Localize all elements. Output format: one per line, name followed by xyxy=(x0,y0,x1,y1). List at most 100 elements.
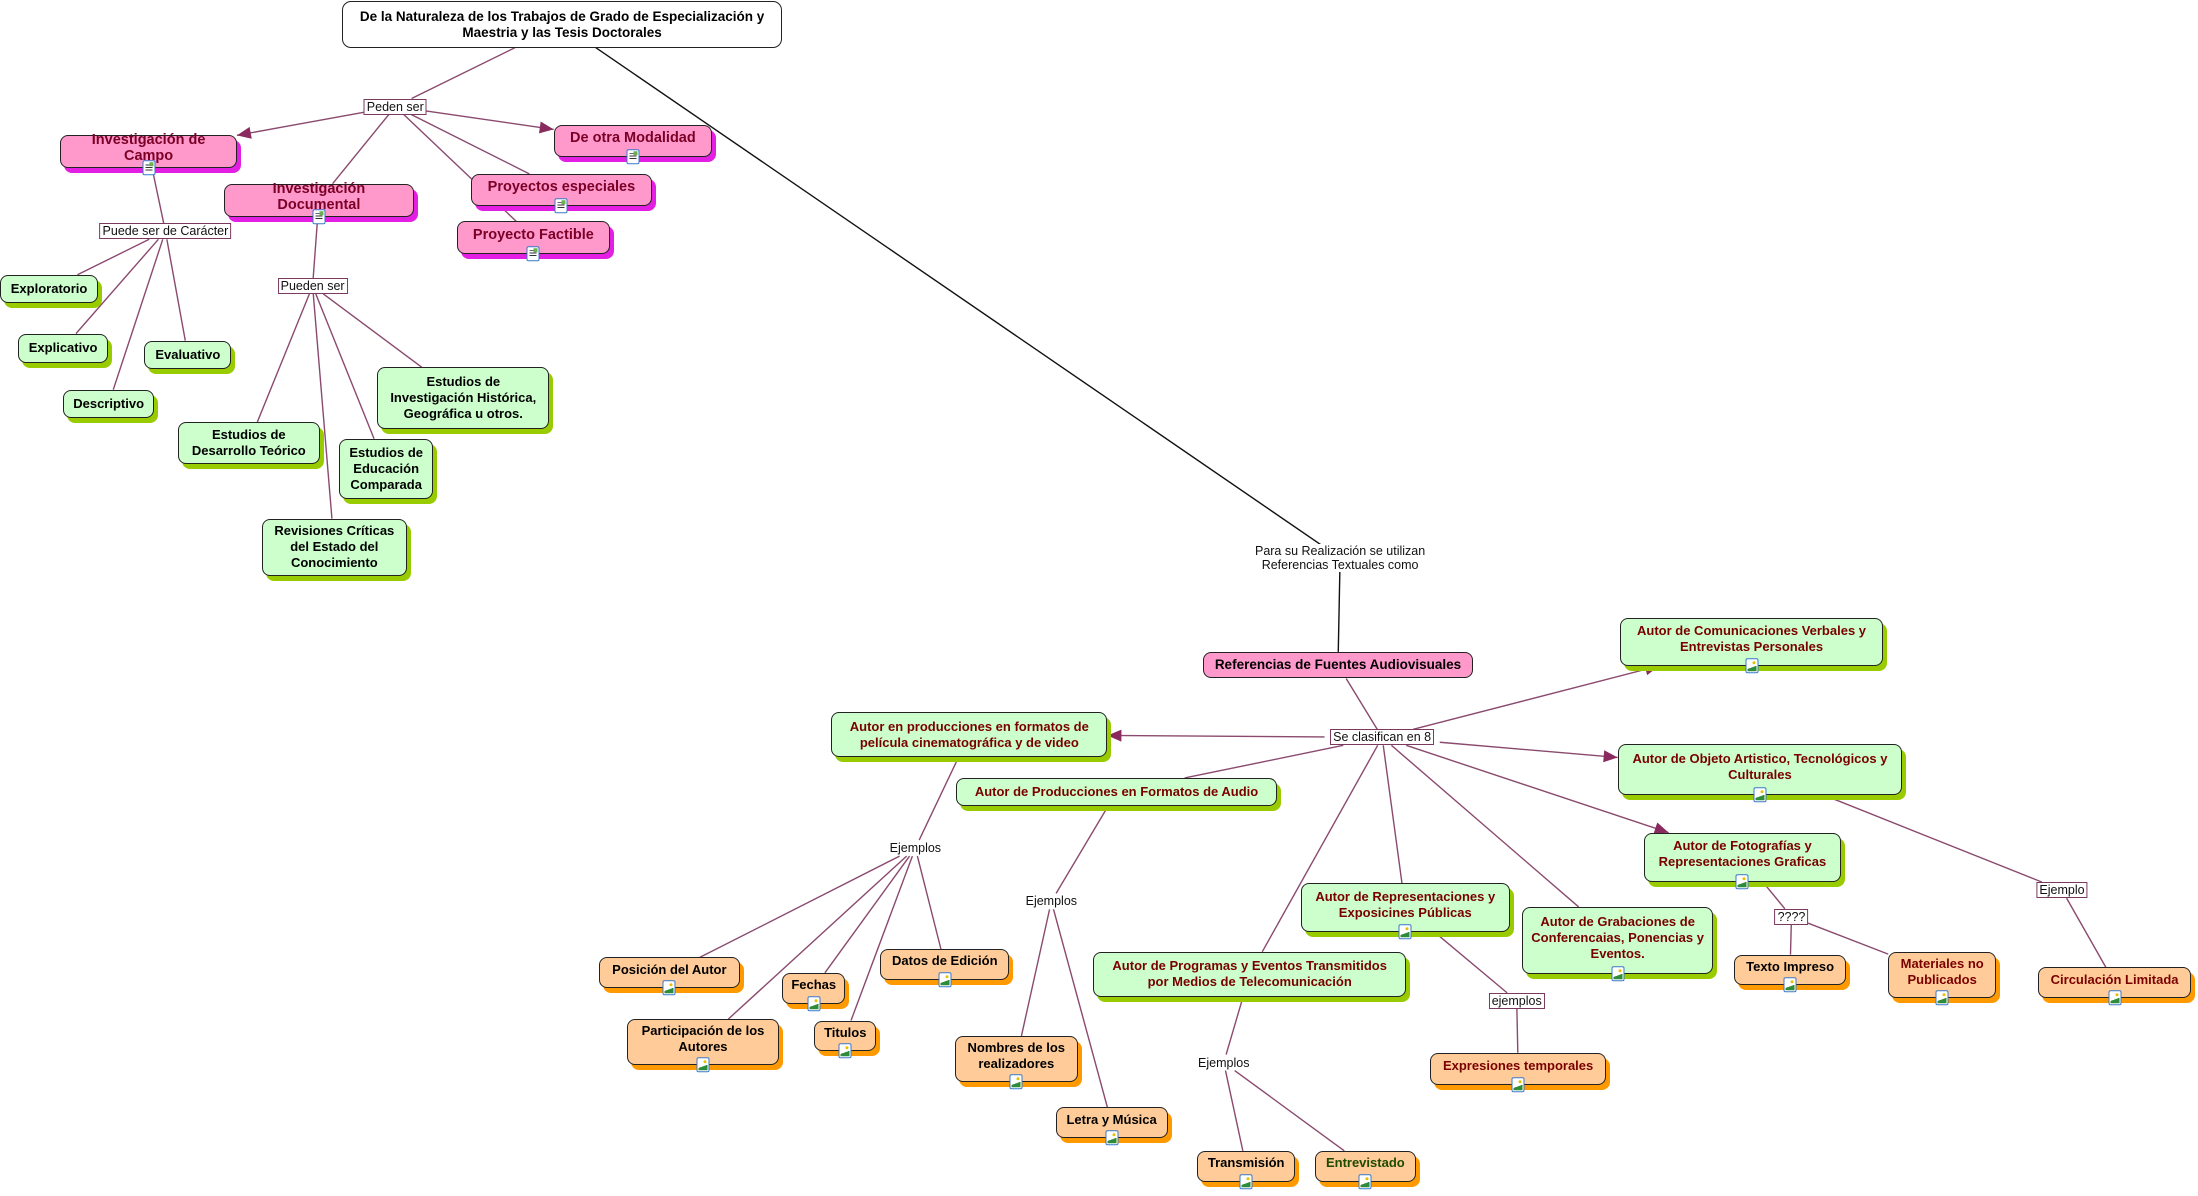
linking-phrase-ej4[interactable]: ejemplos xyxy=(1488,992,1545,1009)
concept-node-label: Autor de Representaciones y Exposicines … xyxy=(1315,888,1496,920)
document-icon[interactable] xyxy=(526,245,540,261)
linking-phrase-ej2[interactable]: Ejemplos xyxy=(1023,894,1080,909)
connection-peden-modalidad xyxy=(424,110,554,131)
connection-pueden-teorico xyxy=(256,293,310,423)
concept-node-campo[interactable]: Investigación de Campo xyxy=(60,132,237,176)
concept-node-label: Autor de Comunicaciones Verbales y Entre… xyxy=(1637,623,1867,655)
concept-node-cine[interactable]: Autor en producciones en formatos de pel… xyxy=(831,712,1108,757)
concept-node-posicion[interactable]: Posición del Autor xyxy=(598,957,741,996)
linking-phrase-ej1[interactable]: Ejemplos xyxy=(887,841,944,856)
concept-node-label: Autor en producciones en formatos de pel… xyxy=(849,718,1089,750)
concept-node-label: De otra Modalidad xyxy=(570,129,696,146)
concept-node-fechas[interactable]: Fechas xyxy=(782,972,846,1011)
picture-icon[interactable] xyxy=(1783,977,1797,993)
connection-peden-documental xyxy=(332,114,390,185)
concept-node-entrev[interactable]: Entrevistado xyxy=(1314,1150,1416,1189)
concept-node-exploratorio[interactable]: Exploratorio xyxy=(0,274,99,303)
concept-node-label: Estudios de Investigación Histórica, Geo… xyxy=(390,374,537,422)
linking-phrase-para[interactable]: Para su Realización se utilizan Referenc… xyxy=(1252,543,1428,572)
concept-node-label: Autor de Producciones en Formatos de Aud… xyxy=(974,784,1259,799)
concept-node-label: Estudios de Educación Comparada xyxy=(349,444,424,492)
concept-node-factible[interactable]: Proyecto Factible xyxy=(456,221,610,261)
linking-phrase-q[interactable]: ???? xyxy=(1774,908,1809,925)
concept-node-particip[interactable]: Participación de los Autores xyxy=(626,1019,780,1073)
linking-phrase-ej3[interactable]: Ejemplos xyxy=(1196,1055,1252,1070)
concept-node-evaluativo[interactable]: Evaluativo xyxy=(144,340,232,369)
picture-icon[interactable] xyxy=(1611,966,1625,982)
concept-node-label: Autor de Grabaciones de Conferencaias, P… xyxy=(1531,913,1704,961)
concept-node-circ[interactable]: Circulación Limitada xyxy=(2038,967,2191,1006)
concept-node-label: Explicativo xyxy=(28,340,98,356)
connection-objeto-ejemplo xyxy=(1822,794,2043,883)
concept-node-explicativo[interactable]: Explicativo xyxy=(18,333,108,364)
document-icon[interactable] xyxy=(554,198,568,214)
concept-node-label: Datos de Edición xyxy=(892,953,998,969)
concept-node-comunic[interactable]: Autor de Comunicaciones Verbales y Entre… xyxy=(1620,618,1883,674)
picture-icon[interactable] xyxy=(1358,1173,1372,1189)
concept-node-transm[interactable]: Transmisión xyxy=(1197,1150,1296,1189)
concept-node-label: Entrevistado xyxy=(1325,1155,1405,1171)
document-icon[interactable] xyxy=(626,149,640,165)
arrowhead-icon xyxy=(1644,663,1660,676)
concept-node-modalidad[interactable]: De otra Modalidad xyxy=(553,124,713,165)
concept-node-foto[interactable]: Autor de Fotografías y Representaciones … xyxy=(1644,832,1841,889)
connection-q-materiales xyxy=(1804,921,1889,955)
concept-node-audio[interactable]: Autor de Producciones en Formatos de Aud… xyxy=(956,777,1278,807)
concept-node-nombres[interactable]: Nombres de los realizadores xyxy=(954,1035,1078,1090)
concept-node-label: Proyecto Factible xyxy=(472,226,594,243)
concept-node-titulos[interactable]: Titulos xyxy=(814,1020,877,1059)
picture-icon[interactable] xyxy=(1105,1130,1119,1146)
connection-ej1-posicion xyxy=(699,855,900,959)
concept-node-especiales[interactable]: Proyectos especiales xyxy=(471,173,652,214)
concept-node-materiales[interactable]: Materiales no Publicados xyxy=(1888,951,1997,1006)
arrowhead-icon xyxy=(1603,750,1618,763)
concept-node-datos[interactable]: Datos de Edición xyxy=(880,949,1010,988)
concept-node-label: Exploratorio xyxy=(10,280,88,296)
linking-phrase-ejemplo[interactable]: Ejemplo xyxy=(2036,882,2088,899)
picture-icon[interactable] xyxy=(1745,658,1759,674)
concept-node-revisiones[interactable]: Revisiones Críticas del Estado del Conoc… xyxy=(262,518,407,577)
picture-icon[interactable] xyxy=(1398,924,1412,940)
picture-icon[interactable] xyxy=(696,1057,710,1073)
concept-node-programas[interactable]: Autor de Programas y Eventos Transmitido… xyxy=(1093,951,1406,997)
document-icon[interactable] xyxy=(142,160,156,176)
picture-icon[interactable] xyxy=(662,980,676,996)
linking-phrase-caracter[interactable]: Puede ser de Carácter xyxy=(99,223,232,240)
connection-caracter-evaluativo xyxy=(166,239,186,341)
concept-node-comparada[interactable]: Estudios de Educación Comparada xyxy=(339,438,434,500)
concept-node-objeto[interactable]: Autor de Objeto Artistico, Tecnológicos … xyxy=(1617,744,1903,803)
picture-icon[interactable] xyxy=(2108,990,2122,1006)
concept-node-texto[interactable]: Texto Impreso xyxy=(1734,954,1847,993)
picture-icon[interactable] xyxy=(1511,1077,1525,1093)
document-icon[interactable] xyxy=(312,209,326,225)
concept-node-teorico[interactable]: Estudios de Desarrollo Teórico xyxy=(178,421,320,464)
picture-icon[interactable] xyxy=(1753,787,1767,803)
connection-documental-pueden xyxy=(312,217,319,279)
picture-icon[interactable] xyxy=(1239,1173,1253,1189)
picture-icon[interactable] xyxy=(1735,873,1749,889)
concept-node-root[interactable]: De la Naturaleza de los Trabajos de Grad… xyxy=(342,1,783,48)
linking-phrase-pueden[interactable]: Pueden ser xyxy=(277,277,348,294)
connection-clasif-cine xyxy=(1107,734,1325,738)
picture-icon[interactable] xyxy=(1009,1074,1023,1090)
concept-node-refs[interactable]: Referencias de Fuentes Audiovisuales xyxy=(1202,651,1474,679)
connection-clasif-repres xyxy=(1382,745,1403,884)
concept-node-letra[interactable]: Letra y Música xyxy=(1055,1107,1168,1146)
concept-node-expres[interactable]: Expresiones temporales xyxy=(1429,1052,1607,1093)
concept-node-documental[interactable]: Investigación Documental xyxy=(224,181,414,225)
concept-node-grabac[interactable]: Autor de Grabaciones de Conferencaias, P… xyxy=(1522,906,1713,982)
linking-phrase-clasif[interactable]: Se clasifican en 8 xyxy=(1330,729,1435,746)
concept-node-repres[interactable]: Autor de Representaciones y Exposicines … xyxy=(1300,883,1510,940)
concept-node-descriptivo[interactable]: Descriptivo xyxy=(63,389,155,418)
linking-phrase-peden[interactable]: Peden ser xyxy=(363,98,427,115)
concept-node-historica[interactable]: Estudios de Investigación Histórica, Geo… xyxy=(377,367,550,429)
connection-programas-ej3 xyxy=(1225,996,1244,1055)
picture-icon[interactable] xyxy=(838,1043,852,1059)
connection-root-para xyxy=(595,47,1329,551)
picture-icon[interactable] xyxy=(807,995,821,1011)
picture-icon[interactable] xyxy=(1935,990,1949,1006)
concept-node-label: Autor de Objeto Artistico, Tecnológicos … xyxy=(1632,750,1888,782)
concept-node-label: Posición del Autor xyxy=(612,961,727,977)
picture-icon[interactable] xyxy=(938,972,952,988)
